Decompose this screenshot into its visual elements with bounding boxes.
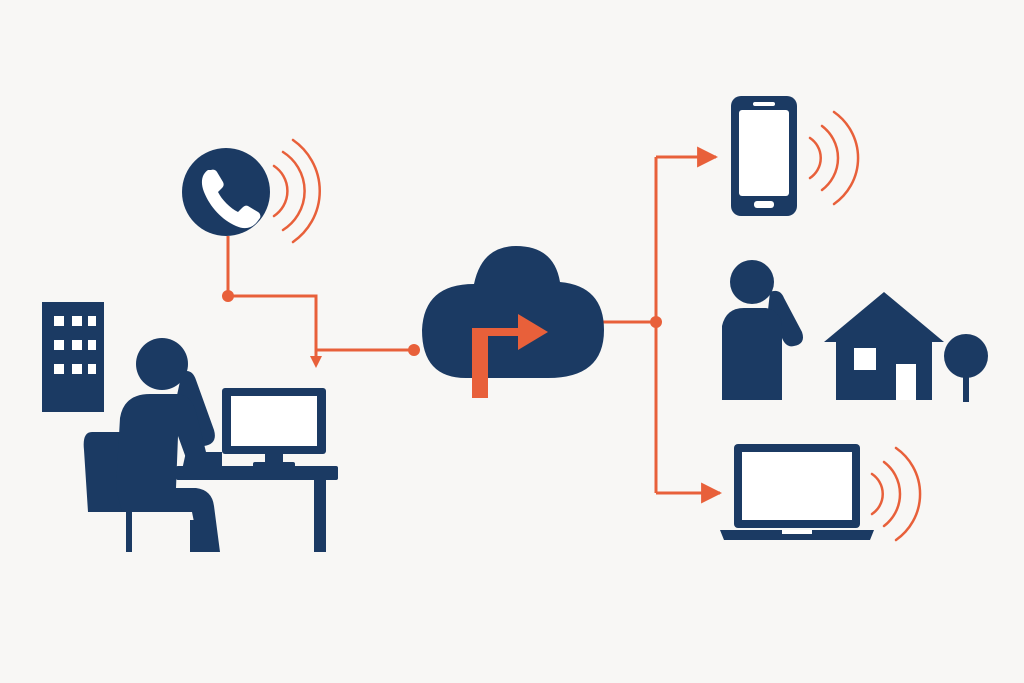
connector-phone-to-desk bbox=[226, 236, 318, 360]
junction-dot bbox=[408, 344, 420, 356]
signal-waves-icon bbox=[272, 138, 321, 244]
person-on-phone-at-home-icon bbox=[722, 260, 803, 400]
junction-dot bbox=[222, 290, 234, 302]
laptop-icon bbox=[720, 444, 874, 540]
house-icon bbox=[824, 292, 944, 400]
signal-waves-icon bbox=[870, 446, 922, 542]
signal-waves-icon bbox=[808, 110, 860, 206]
office-building-icon bbox=[42, 302, 104, 412]
person-on-phone-at-desk-icon bbox=[83, 338, 338, 552]
cloud-forward-arrow-icon bbox=[422, 246, 604, 398]
phone-call-icon bbox=[182, 148, 270, 236]
arrowhead-down bbox=[310, 356, 322, 368]
tree-icon bbox=[944, 334, 988, 402]
smartphone-icon bbox=[731, 96, 797, 216]
